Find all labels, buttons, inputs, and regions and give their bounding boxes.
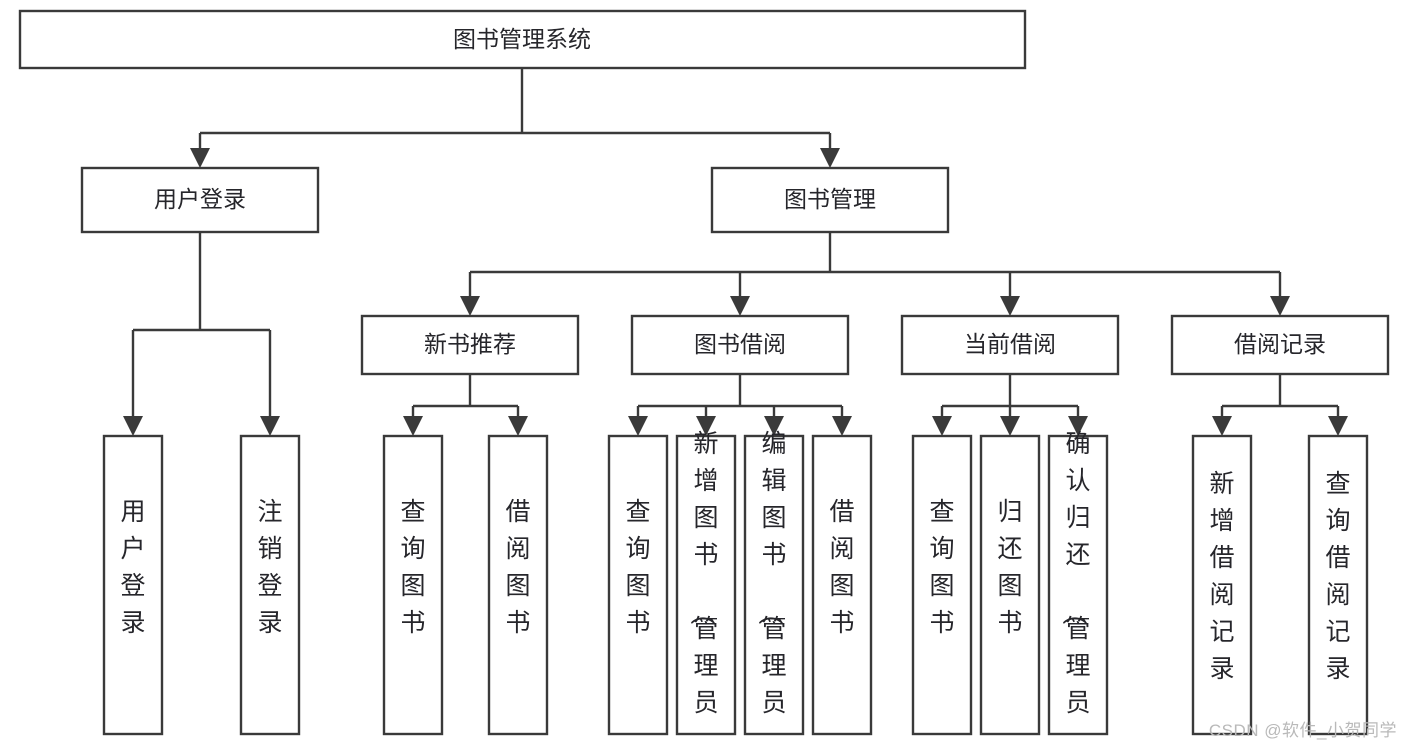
- arrowhead-borrow-record: [1270, 296, 1290, 316]
- node-label-current-borrow: 当前借阅: [964, 331, 1056, 357]
- node-label-leaf-query-book-2: 查询图书: [625, 498, 650, 637]
- node-box: [630, 314, 850, 376]
- edge-group-current-borrow-to-leaves: [932, 374, 1088, 436]
- node-label-leaf-return-book: 归还图书: [997, 498, 1022, 637]
- arrowhead-current-borrow: [1000, 296, 1020, 316]
- edge-group-user-login-to-leaves: [123, 232, 280, 436]
- node-box: [360, 314, 580, 376]
- node-leaf-query-record[interactable]: 查询借阅记录: [1307, 434, 1369, 736]
- arrowhead-leaf-logout-login: [260, 416, 280, 436]
- node-box: [1170, 314, 1390, 376]
- node-label-leaf-borrow-book-1: 借阅图书: [505, 498, 530, 637]
- edge-group-root-to-level2: [190, 68, 840, 168]
- node-label-leaf-query-record: 查询借阅记录: [1325, 470, 1350, 683]
- node-box: [979, 434, 1041, 736]
- edge-group-book-management-to-level3: [460, 232, 1290, 316]
- node-label-leaf-edit-book: 编辑图书（管理员）: [755, 430, 786, 747]
- arrowhead-leaf-query-book-1: [403, 416, 423, 436]
- node-leaf-confirm-return[interactable]: 确认归还（管理员）: [1047, 430, 1109, 747]
- node-leaf-return-book[interactable]: 归还图书: [979, 434, 1041, 736]
- arrowhead-leaf-confirm-return: [1068, 416, 1088, 436]
- arrowhead-leaf-add-record: [1212, 416, 1232, 436]
- arrowhead-leaf-query-record: [1328, 416, 1348, 436]
- node-box: [743, 434, 805, 736]
- node-leaf-edit-book[interactable]: 编辑图书（管理员）: [743, 430, 805, 747]
- node-leaf-query-book-3[interactable]: 查询图书: [911, 434, 973, 736]
- node-box: [1307, 434, 1369, 736]
- node-root-book-management-system[interactable]: 图书管理系统: [18, 9, 1027, 70]
- node-leaf-query-book-2[interactable]: 查询图书: [607, 434, 669, 736]
- node-label-root: 图书管理系统: [453, 26, 591, 52]
- arrowhead-leaf-edit-book: [764, 416, 784, 436]
- node-label-leaf-borrow-book-2: 借阅图书: [829, 498, 854, 637]
- node-label-borrow-record: 借阅记录: [1234, 331, 1326, 357]
- arrowhead-user-login: [190, 148, 210, 168]
- node-box: [811, 434, 873, 736]
- node-label-book-borrow: 图书借阅: [694, 331, 786, 357]
- arrowhead-leaf-query-book-2: [628, 416, 648, 436]
- node-label-user-login: 用户登录: [154, 186, 246, 212]
- arrowhead-leaf-user-login: [123, 416, 143, 436]
- node-box: [80, 166, 320, 234]
- node-new-book-recommend[interactable]: 新书推荐: [360, 314, 580, 376]
- node-label-book-management: 图书管理: [784, 186, 876, 212]
- node-label-leaf-query-book-3: 查询图书: [929, 498, 954, 637]
- arrowhead-leaf-query-book-3: [932, 416, 952, 436]
- node-box: [607, 434, 669, 736]
- node-box: [675, 434, 737, 736]
- node-label-new-book-recommend: 新书推荐: [424, 331, 516, 357]
- node-box: [1047, 434, 1109, 736]
- node-leaf-user-login[interactable]: 用户登录: [102, 434, 164, 736]
- node-leaf-logout-login[interactable]: 注销登录: [239, 434, 301, 736]
- node-label-leaf-query-book-1: 查询图书: [400, 498, 425, 637]
- node-book-management[interactable]: 图书管理: [710, 166, 950, 234]
- arrowhead-leaf-borrow-book-2: [832, 416, 852, 436]
- node-current-borrow[interactable]: 当前借阅: [900, 314, 1120, 376]
- arrowhead-leaf-borrow-book-1: [508, 416, 528, 436]
- node-box: [239, 434, 301, 736]
- node-user-login[interactable]: 用户登录: [80, 166, 320, 234]
- node-leaf-borrow-book-1[interactable]: 借阅图书: [487, 434, 549, 736]
- edge-group-book-borrow-to-leaves: [628, 374, 852, 436]
- node-leaf-add-book[interactable]: 新增图书（管理员）: [675, 430, 737, 747]
- node-box: [911, 434, 973, 736]
- edge-group-borrow-record-to-leaves: [1212, 374, 1348, 436]
- node-box: [18, 9, 1027, 70]
- node-box: [382, 434, 444, 736]
- edge-group-new-book-recommend-to-leaves: [403, 374, 528, 436]
- node-box: [1191, 434, 1253, 736]
- node-box: [487, 434, 549, 736]
- node-label-leaf-confirm-return: 确认归还（管理员）: [1059, 430, 1090, 747]
- node-leaf-borrow-book-2[interactable]: 借阅图书: [811, 434, 873, 736]
- node-leaf-add-record[interactable]: 新增借阅记录: [1191, 434, 1253, 736]
- node-label-leaf-user-login: 用户登录: [120, 498, 145, 637]
- arrowhead-new-book-recommend: [460, 296, 480, 316]
- node-box: [102, 434, 164, 736]
- node-label-leaf-add-record: 新增借阅记录: [1209, 470, 1234, 683]
- arrowhead-book-borrow: [730, 296, 750, 316]
- arrowhead-leaf-add-book: [696, 416, 716, 436]
- arrowhead-book-management: [820, 148, 840, 168]
- node-label-leaf-add-book: 新增图书（管理员）: [687, 430, 718, 747]
- arrowhead-leaf-return-book: [1000, 416, 1020, 436]
- node-book-borrow[interactable]: 图书借阅: [630, 314, 850, 376]
- node-label-leaf-logout-login: 注销登录: [257, 498, 282, 637]
- node-leaf-query-book-1[interactable]: 查询图书: [382, 434, 444, 736]
- node-box: [710, 166, 950, 234]
- node-borrow-record[interactable]: 借阅记录: [1170, 314, 1390, 376]
- node-box: [900, 314, 1120, 376]
